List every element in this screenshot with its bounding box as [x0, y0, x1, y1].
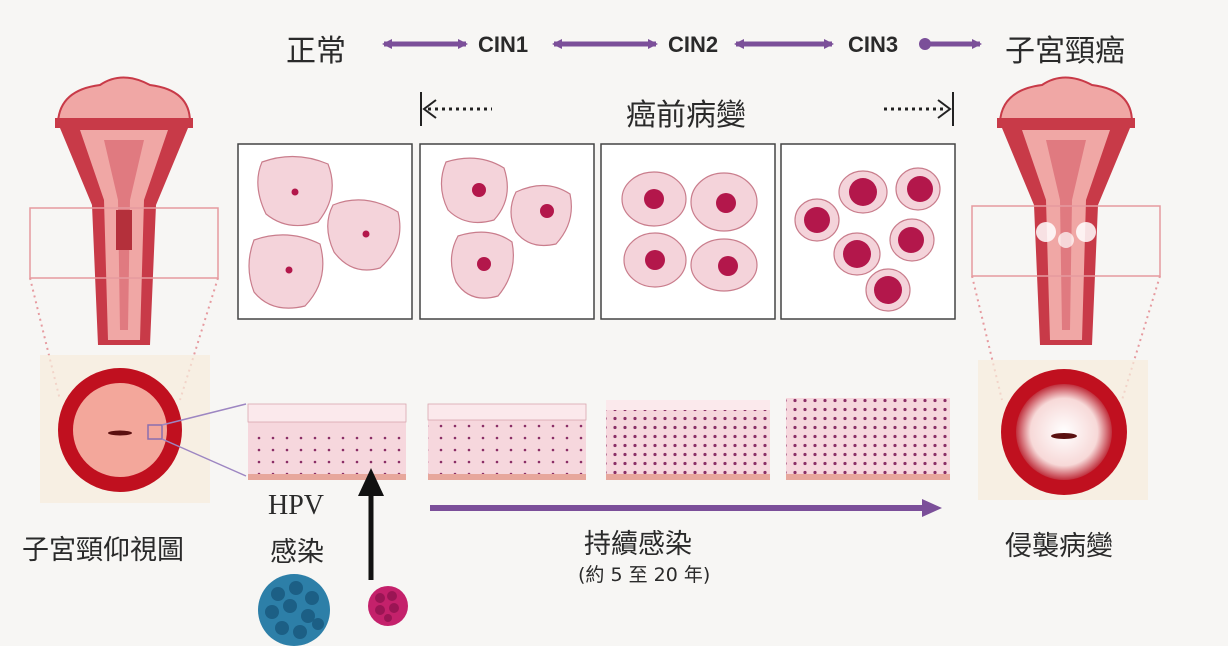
label-cin2: CIN2 [668, 32, 719, 57]
label-cin3: CIN3 [848, 32, 899, 57]
panel-cin2 [600, 143, 776, 320]
label-normal: 正常 [286, 34, 346, 69]
hpv-virus-large [258, 574, 330, 646]
hpv-infection-arrow [358, 468, 384, 580]
caption-duration: (約 5 至 20 年) [578, 564, 711, 586]
precancer-bracket [420, 92, 954, 126]
tissue-normal [247, 403, 407, 480]
label-precancer: 癌前病變 [626, 98, 746, 133]
panel-cin1 [419, 143, 595, 320]
uterus-normal [29, 76, 247, 503]
caption-hpv: HPV [268, 490, 325, 521]
panel-cin3 [780, 143, 956, 320]
caption-cervix-view: 子宮頸仰視圖 [22, 535, 184, 566]
caption-infection: 感染 [270, 537, 324, 568]
tissue-cin3 [786, 398, 950, 480]
caption-invasive-lesion: 侵襲病變 [1005, 531, 1113, 562]
persistent-infection-arrow [430, 499, 942, 517]
cell-panels [237, 143, 956, 320]
panel-normal [237, 143, 413, 320]
caption-persistent-infection: 持續感染 [584, 529, 692, 560]
label-cervical-cancer: 子宮頸癌 [1005, 34, 1125, 69]
uterus-cancer [971, 76, 1161, 500]
label-cin1: CIN1 [478, 32, 529, 57]
progression-arrows [382, 38, 982, 50]
tissue-cin2 [606, 400, 770, 480]
tissue-cin1 [427, 403, 587, 480]
hpv-virus-small [368, 586, 408, 626]
tissue-strips [247, 398, 950, 480]
